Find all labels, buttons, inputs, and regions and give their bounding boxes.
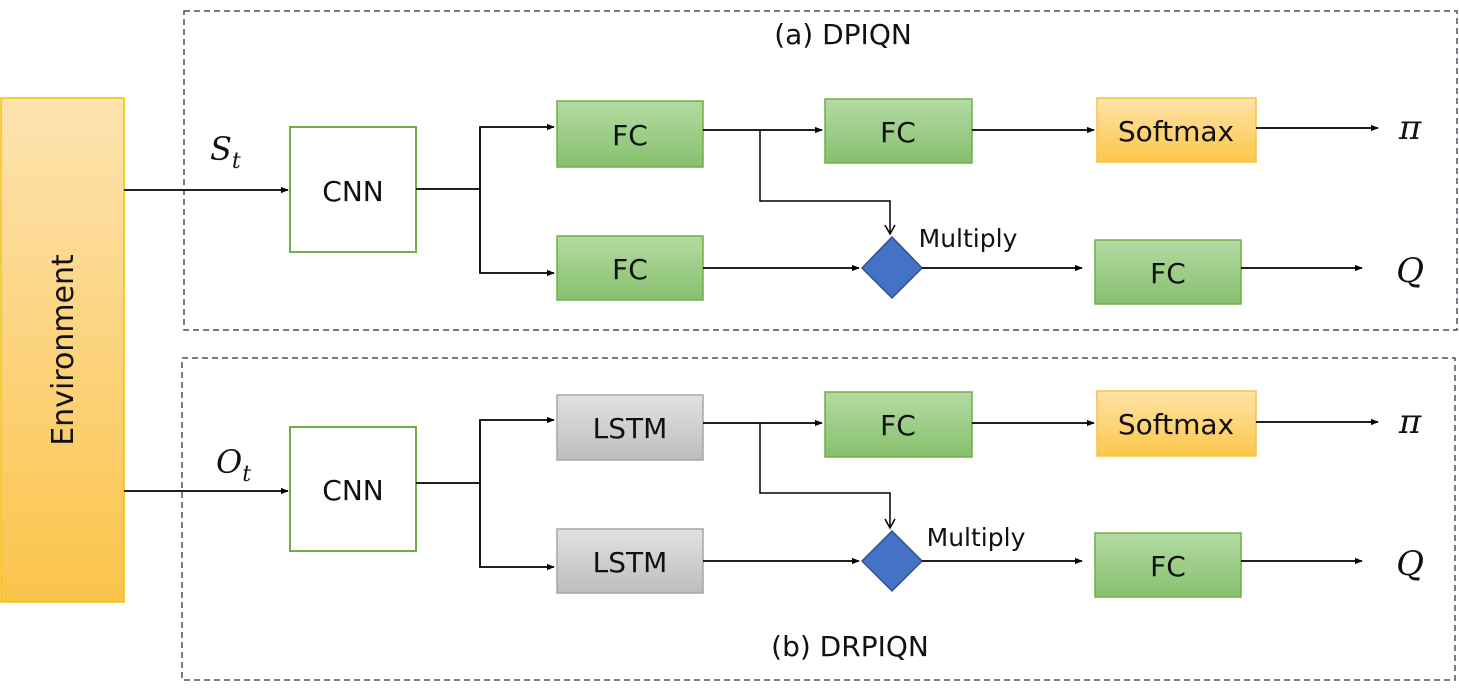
- panel-b-title: (b) DRPIQN: [771, 630, 929, 663]
- panel-a-border: [183, 10, 1458, 331]
- softmax-label-a: Softmax: [1118, 115, 1234, 148]
- output-q-a: Q: [1396, 251, 1424, 291]
- multiply-label-b: Multiply: [927, 523, 1026, 552]
- panel-b-border: [181, 357, 1456, 681]
- fc-q-label-a: FC: [1150, 257, 1186, 290]
- arrow-to-lstm-top-b: [479, 416, 555, 483]
- lstm-bottom-label-b: LSTM: [593, 546, 668, 579]
- output-pi-b: π: [1398, 402, 1422, 442]
- arrow-to-fc-top-a: [479, 123, 555, 189]
- multiply-node-a: [860, 235, 924, 300]
- environment-label: Environment: [46, 254, 81, 446]
- output-pi-a: π: [1398, 108, 1422, 148]
- fc-bottom-label-a: FC: [612, 253, 648, 286]
- arrow-lstm-to-multiply-b: [759, 423, 896, 530]
- lstm-top-label-b: LSTM: [593, 412, 668, 445]
- lstm-bottom-block-b: [556, 528, 704, 594]
- input-label-a: St: [210, 130, 241, 174]
- multiply-label-a: Multiply: [919, 224, 1018, 253]
- fc-q-label-b: FC: [1150, 550, 1186, 583]
- cnn-label-b: CNN: [322, 474, 383, 507]
- arrow-to-lstm-bottom-b: [479, 483, 555, 571]
- arrow-to-fc-bottom-a: [479, 189, 555, 277]
- multiply-node-b: [860, 529, 924, 593]
- cnn-block-b: [289, 426, 417, 552]
- panel-a-title: (a) DPIQN: [774, 18, 912, 51]
- softmax-block-a: [1096, 97, 1257, 163]
- softmax-block-b: [1096, 390, 1257, 457]
- fc-policy-block-a: [824, 98, 973, 164]
- fc-policy-label-a: FC: [880, 116, 916, 149]
- fc-policy-label-b: FC: [880, 409, 916, 442]
- fc-q-block-a: [1094, 239, 1242, 305]
- softmax-label-b: Softmax: [1118, 408, 1234, 441]
- fc-q-block-b: [1094, 532, 1242, 598]
- fc-policy-block-b: [824, 391, 973, 458]
- fc-top-label-a: FC: [612, 119, 648, 152]
- output-q-b: Q: [1396, 544, 1424, 584]
- fc-bottom-block-a: [556, 235, 704, 301]
- input-label-b: Ot: [216, 443, 251, 487]
- arrow-fc-to-multiply-a: [759, 130, 896, 236]
- fc-top-block-a: [556, 100, 704, 168]
- cnn-label-a: CNN: [322, 175, 383, 208]
- environment-block: Environment: [0, 97, 125, 603]
- lstm-top-block-b: [556, 394, 704, 461]
